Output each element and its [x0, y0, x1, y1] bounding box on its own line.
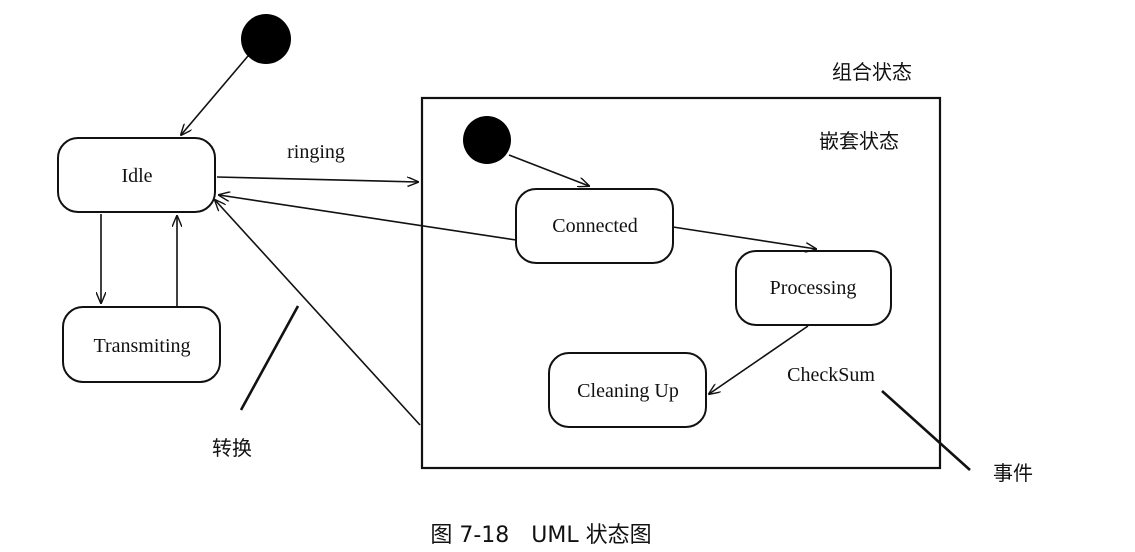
state-transmiting [62, 306, 221, 383]
figure-caption: 图 7-18 UML 状态图 [430, 523, 651, 548]
state-idle-label: Idle [121, 165, 152, 187]
state-cleaning-up-label: Cleaning Up [577, 380, 679, 402]
state-idle [57, 137, 216, 213]
event-annotation: 事件 [993, 461, 1033, 485]
transition-callout-line [239, 305, 300, 411]
state-cleaning-up [548, 352, 707, 428]
state-connected-label: Connected [552, 215, 638, 237]
composite-state-annotation: 组合状态 [832, 60, 912, 84]
ringing-transition-arrow [216, 176, 418, 182]
checksum-event-label: CheckSum [787, 364, 875, 386]
state-connected [515, 188, 674, 264]
nested-initial-to-connected-arrow [508, 154, 589, 186]
event-callout-line [881, 390, 971, 471]
initial-to-idle-arrow [181, 55, 249, 135]
nested-initial-state-dot [463, 116, 511, 164]
state-transmiting-label: Transmiting [93, 335, 190, 357]
connected-to-processing-arrow [672, 226, 816, 249]
ringing-transition-label: ringing [287, 141, 345, 163]
transition-annotation: 转换 [212, 436, 252, 460]
composite-state-box [420, 96, 942, 470]
initial-state-dot [241, 14, 291, 64]
composite-to-idle-arrow [215, 200, 421, 426]
processing-to-cleaning-up-arrow [709, 325, 809, 394]
state-processing-label: Processing [770, 277, 857, 299]
nested-state-annotation: 嵌套状态 [819, 129, 899, 153]
connected-to-idle-arrow [219, 195, 517, 241]
